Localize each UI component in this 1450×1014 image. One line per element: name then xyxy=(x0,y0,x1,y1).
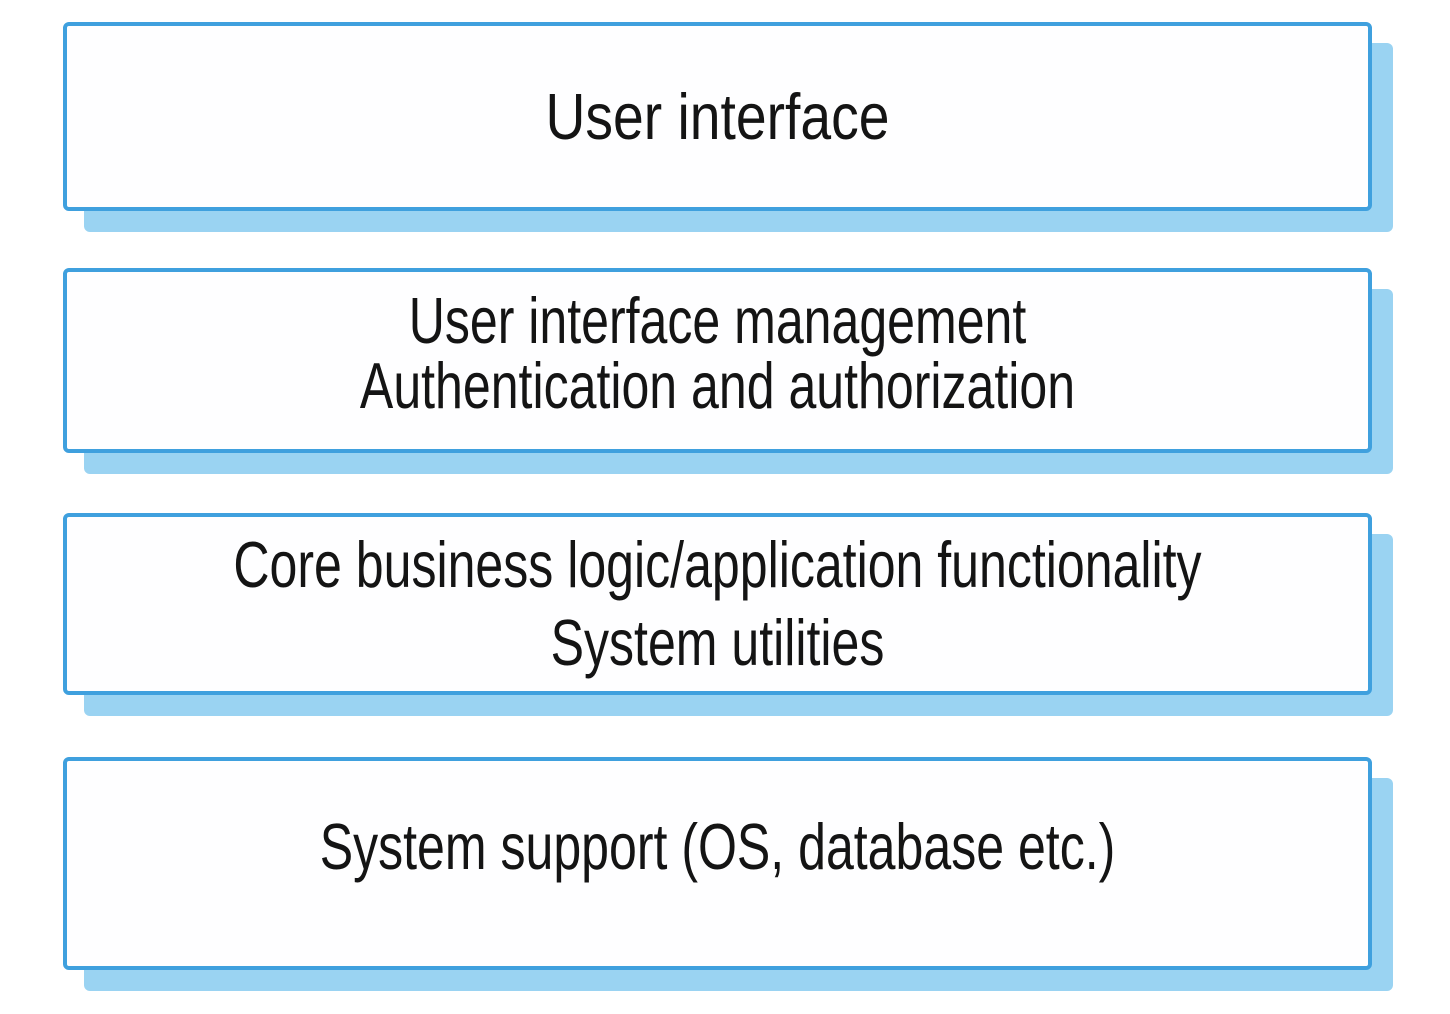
layer-label: System utilities xyxy=(550,606,885,679)
layer-label: Authentication and authorization xyxy=(359,348,1076,422)
layer-box-ui-management-auth: User interface management Authentication… xyxy=(63,268,1372,453)
layer-label-group: System support (OS, database etc.) xyxy=(67,814,1368,879)
layer-box-user-interface: User interface xyxy=(63,22,1372,211)
layer-box-core-logic-utilities: Core business logic/application function… xyxy=(63,513,1372,695)
layer-box-system-support: System support (OS, database etc.) xyxy=(63,757,1372,970)
layer-label-group: Core business logic/application function… xyxy=(67,526,1368,682)
layer-label: Core business logic/application function… xyxy=(233,528,1202,601)
layer-label: User interface management xyxy=(408,283,1027,357)
layer-label-group: User interface xyxy=(67,84,1368,149)
layer-label: System support (OS, database etc.) xyxy=(319,810,1116,883)
layer-label-group: User interface management Authentication… xyxy=(67,288,1368,418)
layer-label: User interface xyxy=(545,80,890,153)
